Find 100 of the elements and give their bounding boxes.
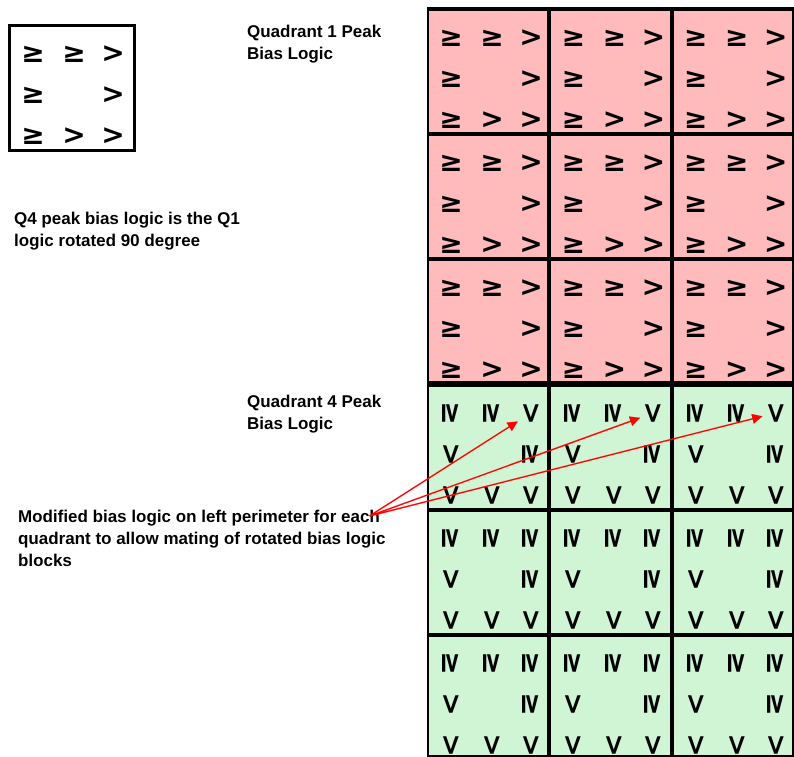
arrow bbox=[369, 421, 518, 517]
rotated-comparison-symbol: > bbox=[682, 732, 710, 757]
rotated-comparison-symbol: ≥ bbox=[639, 691, 668, 718]
rotated-comparison-symbol: ≥ bbox=[762, 650, 790, 677]
comparison-symbol: ≥ bbox=[682, 64, 708, 92]
comparison-symbol: ≥ bbox=[602, 148, 628, 176]
rotated-comparison-symbol: ≥ bbox=[722, 650, 751, 677]
comparison-symbol: > bbox=[518, 230, 544, 258]
comparison-symbol: > bbox=[518, 105, 544, 133]
comparison-symbol: ≥ bbox=[602, 23, 628, 51]
comparison-symbol: > bbox=[518, 189, 544, 217]
comparison-symbol: > bbox=[479, 230, 505, 258]
rotated-comparison-symbol: > bbox=[762, 482, 790, 509]
comparison-symbol: ≥ bbox=[438, 64, 464, 92]
rotated-comparison-symbol: > bbox=[722, 482, 751, 509]
comparison-symbol: ≥ bbox=[20, 121, 46, 149]
comparison-symbol: ≥ bbox=[438, 23, 464, 51]
comparison-symbol: ≥ bbox=[438, 355, 464, 383]
rotated-comparison-symbol: ≥ bbox=[762, 566, 790, 593]
rotated-comparison-symbol: > bbox=[437, 566, 465, 593]
comparison-symbol: ≥ bbox=[682, 23, 708, 51]
rotated-comparison-symbol: > bbox=[437, 441, 465, 468]
rotated-comparison-symbol: ≥ bbox=[600, 650, 628, 677]
comparison-symbol: > bbox=[640, 23, 666, 51]
rotated-comparison-symbol: ≥ bbox=[559, 400, 588, 427]
rotated-comparison-symbol: > bbox=[478, 607, 506, 634]
comparison-symbol: > bbox=[762, 148, 788, 176]
rotated-comparison-symbol: > bbox=[762, 607, 790, 634]
comparison-symbol: ≥ bbox=[682, 148, 708, 176]
quadrant-heading: Quadrant 1 Peak Bias Logic bbox=[247, 21, 382, 65]
logic-cell bbox=[549, 385, 672, 510]
rotated-comparison-symbol: > bbox=[639, 399, 668, 427]
rotated-comparison-symbol: ≥ bbox=[517, 566, 545, 593]
rotated-comparison-symbol: ≥ bbox=[722, 525, 751, 552]
logic-cell bbox=[427, 9, 550, 134]
rotated-comparison-symbol: ≥ bbox=[639, 650, 668, 677]
comparison-symbol: ≥ bbox=[560, 23, 586, 51]
logic-cell bbox=[672, 385, 794, 510]
logic-cell bbox=[549, 134, 672, 259]
rotated-comparison-symbol: > bbox=[559, 732, 588, 757]
comparison-symbol: > bbox=[479, 105, 505, 133]
rotated-comparison-symbol: > bbox=[639, 482, 668, 509]
legend-block bbox=[8, 24, 136, 152]
rotated-comparison-symbol: ≥ bbox=[437, 400, 465, 427]
rotated-comparison-symbol: > bbox=[478, 732, 506, 757]
rotated-comparison-symbol: ≥ bbox=[559, 650, 588, 677]
rotated-comparison-symbol: > bbox=[762, 732, 790, 757]
rotated-comparison-symbol: ≥ bbox=[762, 441, 790, 468]
rotated-comparison-symbol: > bbox=[559, 691, 588, 718]
rotated-comparison-symbol: ≥ bbox=[722, 400, 751, 427]
rotated-comparison-symbol: > bbox=[762, 399, 790, 427]
comparison-symbol: ≥ bbox=[682, 273, 708, 301]
rotated-comparison-symbol: > bbox=[600, 482, 628, 509]
logic-cell bbox=[672, 134, 794, 259]
comparison-symbol: ≥ bbox=[724, 273, 750, 301]
rotated-comparison-symbol: ≥ bbox=[682, 525, 710, 552]
comparison-symbol: > bbox=[640, 148, 666, 176]
rotated-comparison-symbol: > bbox=[722, 607, 751, 634]
comparison-symbol: > bbox=[100, 80, 126, 108]
comparison-symbol: ≥ bbox=[438, 273, 464, 301]
rotated-comparison-symbol: > bbox=[682, 441, 710, 468]
comparison-symbol: ≥ bbox=[560, 230, 586, 258]
rotated-comparison-symbol: ≥ bbox=[600, 400, 628, 427]
comparison-symbol: > bbox=[100, 121, 126, 149]
comparison-symbol: ≥ bbox=[560, 273, 586, 301]
comparison-symbol: > bbox=[61, 121, 87, 149]
logic-cell bbox=[672, 9, 794, 134]
rotated-comparison-symbol: > bbox=[517, 607, 545, 634]
comparison-symbol: ≥ bbox=[682, 314, 708, 342]
comparison-symbol: > bbox=[602, 105, 628, 133]
rotated-comparison-symbol: > bbox=[559, 482, 588, 509]
quadrant-heading: Quadrant 4 Peak Bias Logic bbox=[247, 391, 382, 435]
rotated-comparison-symbol: > bbox=[639, 732, 668, 757]
comparison-symbol: ≥ bbox=[479, 23, 505, 51]
rotated-comparison-symbol: ≥ bbox=[639, 525, 668, 552]
logic-cell bbox=[549, 9, 672, 134]
rotated-comparison-symbol: ≥ bbox=[639, 566, 668, 593]
comparison-symbol: ≥ bbox=[682, 230, 708, 258]
comparison-symbol: ≥ bbox=[560, 105, 586, 133]
rotated-comparison-symbol: > bbox=[682, 566, 710, 593]
rotated-comparison-symbol: > bbox=[682, 482, 710, 509]
rotated-comparison-symbol: > bbox=[722, 732, 751, 757]
comparison-symbol: > bbox=[762, 23, 788, 51]
rotated-comparison-symbol: ≥ bbox=[682, 400, 710, 427]
comparison-symbol: > bbox=[602, 355, 628, 383]
comparison-symbol: ≥ bbox=[602, 273, 628, 301]
comparison-symbol: ≥ bbox=[560, 314, 586, 342]
comparison-symbol: ≥ bbox=[560, 148, 586, 176]
arrow bbox=[369, 416, 640, 517]
comparison-symbol: ≥ bbox=[438, 230, 464, 258]
rotated-comparison-symbol: ≥ bbox=[762, 691, 790, 718]
comparison-symbol: > bbox=[640, 189, 666, 217]
rotated-comparison-symbol: > bbox=[682, 607, 710, 634]
comparison-symbol: ≥ bbox=[560, 355, 586, 383]
rotated-comparison-symbol: ≥ bbox=[600, 525, 628, 552]
comparison-symbol: > bbox=[479, 355, 505, 383]
arrow bbox=[369, 414, 763, 517]
logic-cell bbox=[549, 635, 672, 757]
comparison-symbol: ≥ bbox=[438, 148, 464, 176]
comparison-symbol: ≥ bbox=[724, 148, 750, 176]
